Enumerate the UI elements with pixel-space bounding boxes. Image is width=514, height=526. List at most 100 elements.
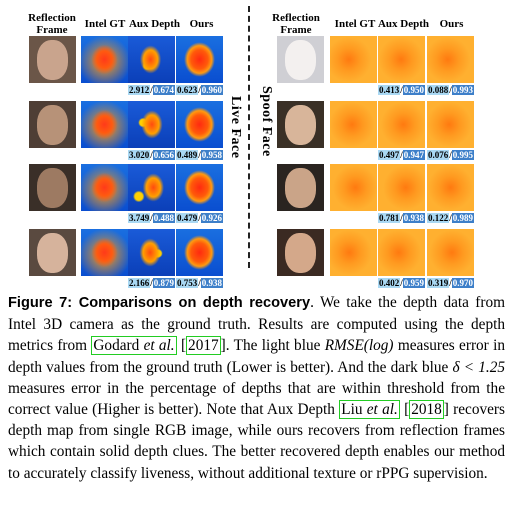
spoof-reflection-frame-2 — [277, 101, 324, 148]
spoof-aux-metric-3: 0.781/0.938 — [378, 213, 426, 223]
spoof-intel-gt-4 — [330, 229, 377, 276]
spoof-aux-metric-1: 0.413/0.950 — [378, 85, 426, 95]
spoof-ours-metric-4: 0.319/0.970 — [427, 278, 475, 288]
live-aux-metric-2-rmse: 3.020 — [128, 150, 151, 160]
spoof-aux-metric-1-delta: 0.950 — [402, 85, 426, 95]
live-intel-gt-3 — [81, 164, 128, 211]
live-reflection-frame-2 — [29, 101, 76, 148]
spoof-aux-metric-1-rmse: 0.413 — [378, 85, 401, 95]
spoof-ours-metric-4-delta: 0.970 — [451, 278, 475, 288]
live-ours-4 — [176, 229, 223, 276]
live-reflection-frame-4-skin — [37, 233, 68, 273]
spoof-reflection-frame-1-skin — [285, 40, 316, 80]
live-reflection-frame-3 — [29, 164, 76, 211]
spoof-aux-metric-2-rmse: 0.497 — [378, 150, 401, 160]
caption-text-3: measures error in depth values from the … — [8, 337, 505, 376]
live-reflection-frame-1-skin — [37, 40, 68, 80]
spoof-aux-metric-2-delta: 0.947 — [402, 150, 426, 160]
live-intel-gt-2 — [81, 101, 128, 148]
live-reflection-frame-4 — [29, 229, 76, 276]
spoof-face-label: Spoof Face — [259, 86, 274, 157]
live-ours-metric-3-rmse: 0.479 — [176, 213, 199, 223]
live-aux-metric-4: 2.166/0.879 — [128, 278, 176, 288]
spoof-reflection-frame-3 — [277, 164, 324, 211]
spoof-intel-gt-1 — [330, 36, 377, 83]
live-aux-metric-3: 3.749/0.488 — [128, 213, 176, 223]
spoof-reflection-frame-4-skin — [285, 233, 316, 273]
header-intel-right: Intel GT — [334, 18, 376, 30]
spoof-ours-metric-3: 0.122/0.989 — [427, 213, 475, 223]
live-aux-depth-4 — [128, 229, 175, 276]
spoof-intel-gt-3 — [330, 164, 377, 211]
live-ours-1 — [176, 36, 223, 83]
live-ours-metric-1: 0.623/0.960 — [176, 85, 224, 95]
spoof-ours-metric-1: 0.088/0.993 — [427, 85, 475, 95]
citation-godard[interactable]: Godard et al. — [91, 336, 177, 356]
live-ours-3 — [176, 164, 223, 211]
spoof-aux-depth-2 — [378, 101, 425, 148]
live-ours-metric-4: 0.753/0.938 — [176, 278, 224, 288]
spoof-ours-metric-1-rmse: 0.088 — [427, 85, 450, 95]
live-aux-depth-3 — [128, 164, 175, 211]
spoof-ours-4 — [427, 229, 474, 276]
spoof-reflection-frame-1 — [277, 36, 324, 83]
live-ours-metric-2: 0.489/0.958 — [176, 150, 224, 160]
spoof-aux-metric-4: 0.402/0.959 — [378, 278, 426, 288]
live-aux-metric-4-delta: 0.879 — [152, 278, 176, 288]
header-reflection-left: Reflection Frame — [28, 12, 76, 36]
live-aux-metric-1: 2.912/0.674 — [128, 85, 176, 95]
live-aux-metric-2: 3.020/0.656 — [128, 150, 176, 160]
caption-text-1: . We take the depth data from Intel 3D c… — [8, 294, 505, 355]
live-face-label: Live Face — [228, 96, 243, 159]
live-ours-2 — [176, 101, 223, 148]
live-aux-depth-2 — [128, 101, 175, 148]
spoof-ours-metric-1-delta: 0.993 — [451, 85, 475, 95]
live-ours-metric-2-delta: 0.958 — [200, 150, 224, 160]
panel-divider — [248, 6, 250, 268]
caption-title: Figure 7: Comparisons on depth recovery — [8, 295, 311, 311]
delta-formula: δ < 1.25 — [452, 358, 505, 376]
live-ours-metric-1-rmse: 0.623 — [176, 85, 199, 95]
rmse-formula: RMSE(log) — [324, 337, 394, 355]
spoof-reflection-frame-2-skin — [285, 105, 316, 145]
live-ours-metric-3-delta: 0.926 — [200, 213, 224, 223]
live-ours-metric-4-delta: 0.938 — [200, 278, 224, 288]
spoof-aux-depth-3 — [378, 164, 425, 211]
live-aux-metric-2-delta: 0.656 — [152, 150, 176, 160]
figure-caption: Figure 7: Comparisons on depth recovery.… — [8, 294, 505, 482]
live-reflection-frame-3-skin — [37, 168, 68, 208]
spoof-aux-depth-4 — [378, 229, 425, 276]
spoof-aux-metric-4-rmse: 0.402 — [378, 278, 401, 288]
spoof-ours-metric-4-rmse: 0.319 — [427, 278, 450, 288]
live-intel-gt-1 — [81, 36, 128, 83]
live-aux-metric-1-delta: 0.674 — [152, 85, 176, 95]
spoof-ours-metric-3-delta: 0.989 — [451, 213, 475, 223]
spoof-ours-metric-2-rmse: 0.076 — [427, 150, 450, 160]
spoof-aux-metric-2: 0.497/0.947 — [378, 150, 426, 160]
citation-liu-year[interactable]: 2018 — [409, 400, 444, 420]
header-intel-left: Intel GT — [84, 18, 126, 30]
spoof-intel-gt-2 — [330, 101, 377, 148]
live-ours-metric-1-delta: 0.960 — [200, 85, 224, 95]
caption-text-2: . The light blue — [225, 337, 325, 355]
live-aux-metric-3-delta: 0.488 — [152, 213, 176, 223]
caption-text-5: recovers depth map from single RGB image… — [8, 401, 505, 482]
header-reflection-right: Reflection Frame — [272, 12, 320, 36]
citation-liu[interactable]: Liu et al. — [339, 400, 400, 420]
spoof-ours-3 — [427, 164, 474, 211]
header-ours-right: Ours — [439, 18, 464, 30]
header-aux-right: Aux Depth — [377, 18, 430, 30]
live-ours-metric-3: 0.479/0.926 — [176, 213, 224, 223]
spoof-ours-metric-3-rmse: 0.122 — [427, 213, 450, 223]
live-ours-metric-4-rmse: 0.753 — [176, 278, 199, 288]
live-ours-metric-2-rmse: 0.489 — [176, 150, 199, 160]
citation-godard-year[interactable]: 2017 — [186, 336, 221, 356]
spoof-reflection-frame-4 — [277, 229, 324, 276]
header-ours-left: Ours — [189, 18, 214, 30]
live-aux-depth-1 — [128, 36, 175, 83]
live-aux-metric-4-rmse: 2.166 — [128, 278, 151, 288]
spoof-aux-depth-1 — [378, 36, 425, 83]
live-aux-metric-3-rmse: 3.749 — [128, 213, 151, 223]
spoof-ours-1 — [427, 36, 474, 83]
spoof-reflection-frame-3-skin — [285, 168, 316, 208]
